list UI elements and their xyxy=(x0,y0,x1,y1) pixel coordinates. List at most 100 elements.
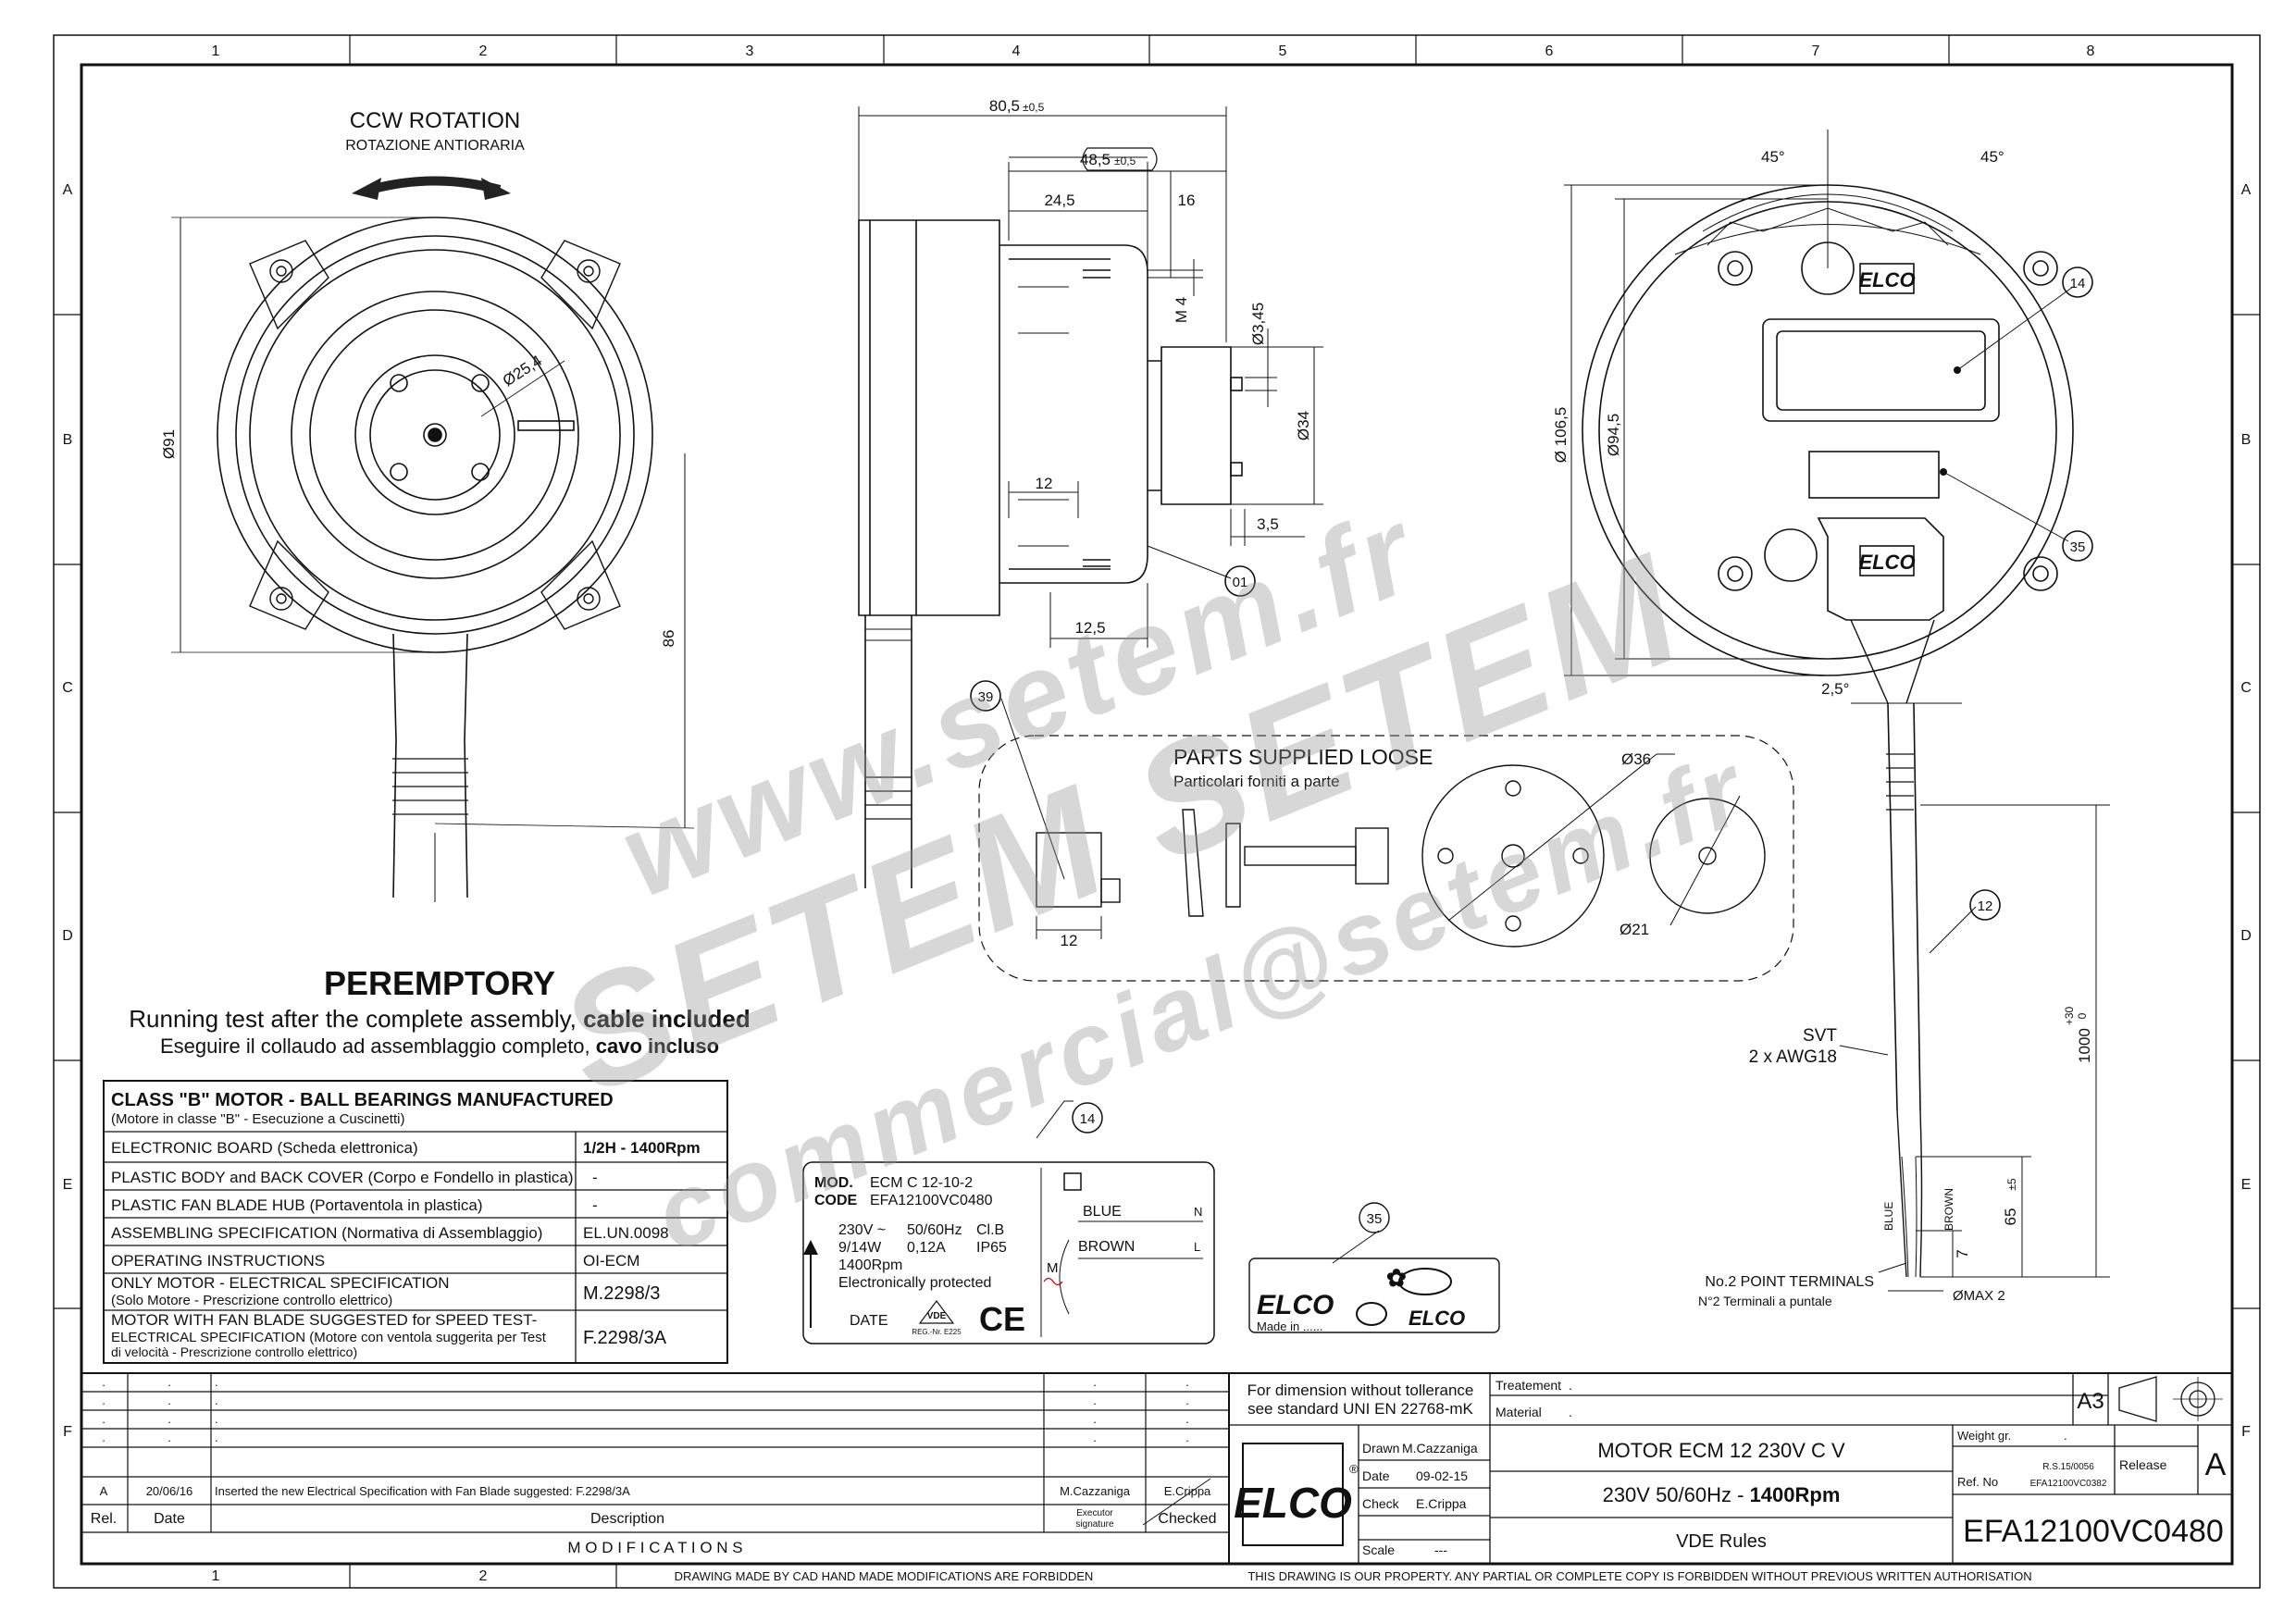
wire-blue: BLUE xyxy=(1882,1202,1895,1231)
callout-14-bubble xyxy=(2062,266,2093,298)
dim-1000: 1000 xyxy=(2076,1028,2093,1063)
callout-35-back: 35 xyxy=(2070,539,2086,555)
svg-text:.: . xyxy=(1093,1375,1097,1389)
dim-45-right: 45° xyxy=(1980,148,2004,166)
elco-logo-back: ELCO xyxy=(1858,268,1915,291)
peremptory-line1: Running test after the complete assembly… xyxy=(129,1005,751,1033)
peremptory-line1-text: Running test after the complete assembly… xyxy=(129,1005,583,1033)
dim-d25-4: Ø25,4 xyxy=(500,352,545,390)
label-freq: 50/60Hz xyxy=(907,1222,962,1238)
weight-key: Weight gr. xyxy=(1957,1429,2011,1443)
dim-65: 65 xyxy=(2002,1208,2019,1226)
label-blue: BLUE xyxy=(1083,1204,1122,1220)
label-35: ✿ xyxy=(1248,1202,1500,1333)
sheet-format: A3 xyxy=(2077,1389,2104,1414)
ref-value-1: R.S.15/0056 xyxy=(2042,1462,2094,1472)
label-rpm: 1400Rpm xyxy=(838,1258,902,1273)
label-blue-pin: N xyxy=(1194,1205,1202,1219)
label-m: M xyxy=(1047,1260,1059,1276)
svg-text:.: . xyxy=(1093,1412,1097,1426)
label-ip: IP65 xyxy=(976,1240,1007,1256)
peremptory-line2-bold: cavo incluso xyxy=(596,1035,719,1058)
callout-35-label-bubble xyxy=(1359,1202,1390,1233)
spec-header: CLASS "B" MOTOR - BALL BEARINGS MANUFACT… xyxy=(111,1090,614,1110)
svg-text:.: . xyxy=(1185,1375,1189,1389)
tolerance-note-1: For dimension without tollerance xyxy=(1247,1381,1474,1399)
svg-text:E.Crippa: E.Crippa xyxy=(1164,1484,1211,1498)
title-line-2-b: 1400Rpm xyxy=(1750,1483,1841,1506)
front-view-dims: Ø91 Ø25,4 86 xyxy=(160,352,677,647)
front-view: CCW ROTATION ROTAZIONE ANTIORARIA xyxy=(171,108,695,902)
dim-80-5-tol: ±0,5 xyxy=(1023,101,1045,114)
mod-row: .. .. xyxy=(102,1394,1189,1407)
spec-table xyxy=(103,1080,728,1364)
svg-text:Rel.: Rel. xyxy=(91,1511,117,1527)
callout-39-bubble xyxy=(970,680,1001,712)
spec-row-val-b: - 1400Rpm xyxy=(616,1139,701,1157)
label-date: DATE xyxy=(850,1313,887,1329)
dim-2-5-deg: 2,5° xyxy=(1821,680,1849,698)
peremptory-title: PEREMPTORY xyxy=(324,964,555,1002)
parts-loose-title: PARTS SUPPLIED LOOSE xyxy=(1173,745,1433,769)
label-watt: 9/14W xyxy=(838,1240,882,1256)
callout-14-label-bubble xyxy=(1072,1102,1103,1134)
cable-type: SVT xyxy=(1803,1026,1837,1046)
dim-48-5-tol: ±0,5 xyxy=(1114,155,1136,167)
parts-loose-subtitle: Particolari forniti a parte xyxy=(1173,773,1340,790)
terminals-it: N°2 Terminali a puntale xyxy=(1698,1294,1832,1308)
elco-logo-board: ELCO xyxy=(1858,551,1915,574)
ccw-rotation-title: CCW ROTATION xyxy=(350,108,520,133)
title-block xyxy=(1228,1372,2233,1565)
weight-value: . xyxy=(2064,1429,2067,1443)
grid-row-label: E xyxy=(63,1177,73,1193)
grid-col-label: 8 xyxy=(2087,43,2095,59)
terminals-en: No.2 POINT TERMINALS xyxy=(1705,1274,1874,1290)
callout-12: 12 xyxy=(1978,898,1993,914)
grid-row-label: E xyxy=(2241,1177,2252,1193)
callout-12-bubble xyxy=(1969,889,2001,921)
label-35-brand-small: ELCO xyxy=(1409,1307,1465,1330)
dim-d36: Ø36 xyxy=(1621,750,1651,768)
side-view-dims: 80,5 ±0,5 48,5 ±0,5 24,5 16 M 4 Ø3,45 Ø3… xyxy=(978,97,1312,705)
grid-row-label: A xyxy=(2241,182,2252,198)
date-key: Date xyxy=(1362,1468,1390,1483)
callout-14-back: 14 xyxy=(2070,276,2086,291)
peremptory-line2-text: Eseguire il collaudo ad assemblaggio com… xyxy=(160,1035,596,1058)
callout-01: 01 xyxy=(1233,575,1248,590)
dim-86: 86 xyxy=(660,630,677,648)
modifications-table xyxy=(81,1372,1230,1565)
label-35-made-in: Made in ...... xyxy=(1257,1319,1323,1333)
dim-12-5: 12,5 xyxy=(1074,619,1105,637)
svg-text:.: . xyxy=(1185,1431,1189,1444)
svg-text:.: . xyxy=(1185,1412,1189,1426)
callout-01-bubble xyxy=(1224,565,1256,597)
mod-row-desc: . xyxy=(215,1431,218,1444)
release-key: Release xyxy=(2119,1457,2167,1472)
svg-text:signature: signature xyxy=(1075,1519,1114,1530)
svg-text:.: . xyxy=(1093,1431,1097,1444)
mod-row-desc: . xyxy=(215,1375,218,1389)
footer-bar: DRAWING MADE BY CAD HAND MADE MODIFICATI… xyxy=(675,1569,2032,1583)
svg-text:.: . xyxy=(168,1431,171,1444)
spec-table-text: CLASS "B" MOTOR - BALL BEARINGS MANUFACT… xyxy=(111,1090,701,1359)
material-value: . xyxy=(1569,1405,1572,1419)
spec-row-val: F.2298/3A xyxy=(583,1328,667,1348)
mod-row-desc: . xyxy=(215,1412,218,1426)
mod-row: .. .. xyxy=(102,1431,1189,1444)
spec-row-desc: ELECTRONIC BOARD (Scheda elettronica) xyxy=(111,1139,418,1157)
label-protected: Electronically protected xyxy=(838,1275,991,1291)
grid-col-label: 2 xyxy=(479,43,488,59)
grid-row-label: A xyxy=(63,182,73,198)
spec-row-val: OI-ECM xyxy=(583,1252,639,1270)
scale-key: Scale xyxy=(1362,1542,1395,1557)
code-val: EFA12100VC0480 xyxy=(870,1193,993,1208)
grid-row-label: B xyxy=(63,432,73,448)
grid-col-label: 3 xyxy=(746,43,754,59)
svg-text:A: A xyxy=(100,1484,108,1498)
dim-d106-5: Ø 106,5 xyxy=(1552,407,1570,464)
grid-row-label: D xyxy=(2240,928,2252,944)
svg-text:.: . xyxy=(102,1431,105,1444)
callout-39: 39 xyxy=(978,689,994,705)
projection-symbol-icon xyxy=(2118,1376,2223,1422)
